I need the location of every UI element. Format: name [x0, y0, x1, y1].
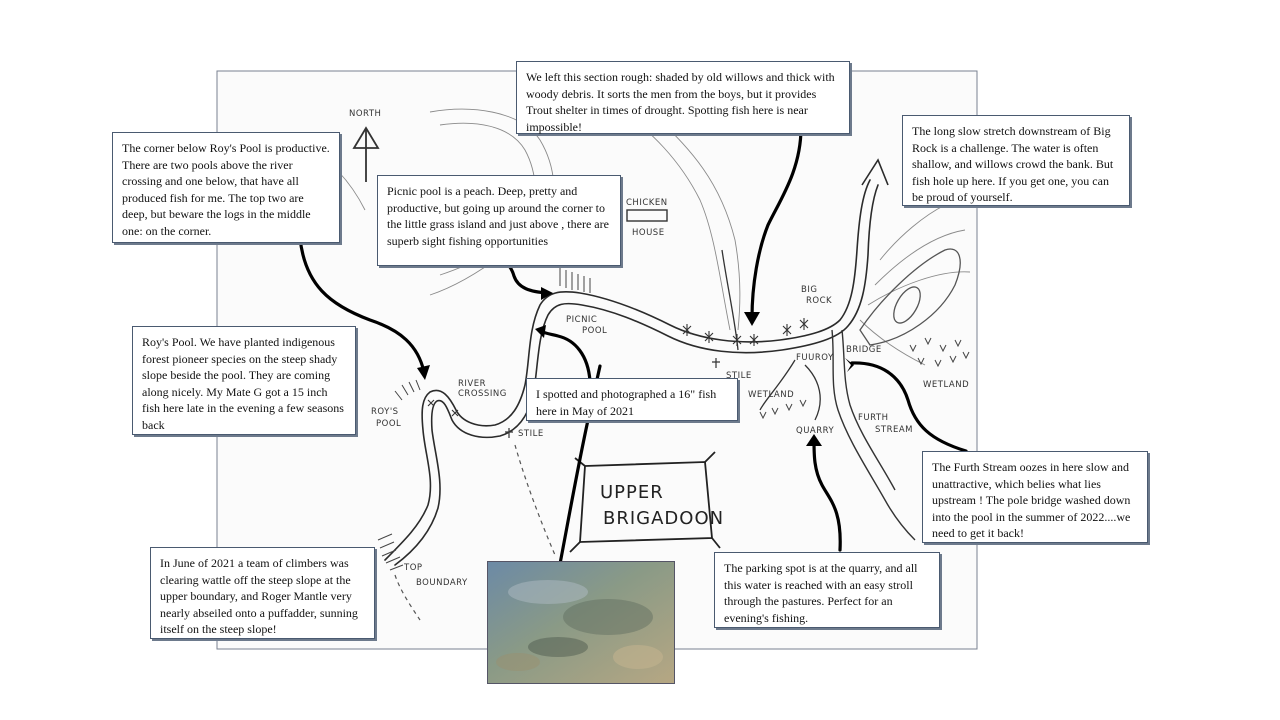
- furth-label-line1: FURTH: [858, 413, 888, 423]
- big-rock-label-line2: ROCK: [806, 296, 832, 306]
- top-label-line1: TOP: [403, 563, 423, 573]
- wetland-label-right: WETLAND: [923, 380, 969, 390]
- willow-trees: [427, 318, 809, 417]
- house-label-line2: HOUSE: [632, 228, 665, 238]
- farm-name-line2: BRIGADOON: [603, 508, 724, 529]
- fish-photo[interactable]: [487, 561, 675, 684]
- chicken-house-icon: [626, 209, 668, 222]
- north-arrow: [352, 126, 380, 182]
- river-crossing-label-line1: RIVER: [458, 379, 486, 389]
- furth-stream: [831, 329, 916, 541]
- river-flow-arrow: [861, 158, 889, 186]
- callout-furth: The Furth Stream oozes in here slow and …: [922, 451, 1148, 543]
- stile-markers: [505, 358, 720, 438]
- top-boundary-fence: [394, 444, 556, 621]
- callout-parking: The parking spot is at the quarry, and a…: [714, 552, 940, 628]
- bridge-label: BRIDGE: [846, 345, 882, 355]
- arrowheads: [417, 287, 854, 446]
- chicken-label-line1: CHICKEN: [626, 198, 668, 208]
- wetland-label-left: WETLAND: [748, 390, 794, 400]
- callout-climbers: In June of 2021 a team of climbers was c…: [150, 547, 375, 639]
- wetland-marks: [759, 337, 970, 420]
- roys-pool-label-line2: POOL: [376, 419, 401, 429]
- callout-picnic: Picnic pool is a peach. Deep, pretty and…: [377, 175, 621, 266]
- fish-photo-image: [488, 562, 674, 683]
- river-crossing-label-line2: CROSSING: [458, 389, 507, 399]
- roys-pool-label-line1: ROY'S: [371, 407, 399, 417]
- quarry-label: QUARRY: [796, 426, 834, 436]
- arrow-furth: [850, 361, 968, 453]
- big-rock-label-line1: BIG: [801, 285, 817, 295]
- fuuroy-label: FUUROY: [796, 353, 834, 363]
- farm-name-line1: UPPER: [600, 482, 664, 503]
- arrow-parking: [812, 438, 842, 552]
- callout-willows: We left this section rough: shaded by ol…: [516, 61, 850, 134]
- slope-hatching: [377, 268, 591, 571]
- stile-label-right: STILE: [726, 371, 752, 381]
- stream-label-line2: STREAM: [875, 425, 913, 435]
- north-label: NORTH: [349, 109, 381, 119]
- picnic-pool-label-line2: POOL: [582, 326, 607, 336]
- stile-label-left: STILE: [518, 429, 544, 439]
- arrow-willows: [750, 126, 803, 320]
- big-rock-hill: [859, 248, 961, 346]
- callout-corner: The corner below Roy's Pool is productiv…: [112, 132, 340, 243]
- boundary-label-line2: BOUNDARY: [416, 578, 468, 588]
- callout-roys-pool: Roy's Pool. We have planted indigenous f…: [132, 326, 356, 435]
- callout-big-rock: The long slow stretch downstream of Big …: [902, 115, 1130, 206]
- picnic-pool-label-line1: PICNIC: [566, 315, 597, 325]
- callout-spotted: I spotted and photographed a 16" fish he…: [526, 378, 738, 421]
- arrow-corner: [298, 236, 426, 374]
